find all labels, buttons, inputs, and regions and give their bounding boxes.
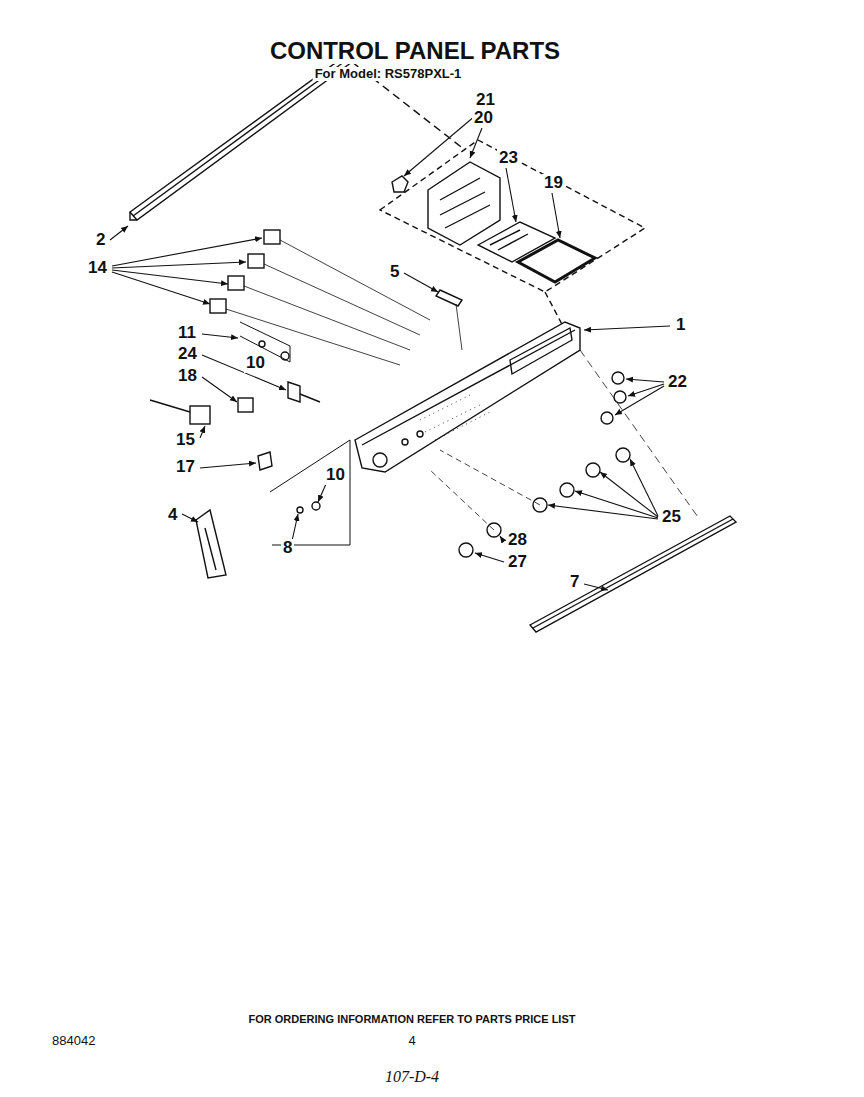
callout-number: 15 (174, 431, 197, 450)
callout-number: 22 (666, 373, 689, 392)
callout-number: 18 (176, 367, 199, 386)
callout-number: 5 (388, 263, 401, 282)
callout-number: 24 (176, 345, 199, 364)
callout-number: 21 (474, 91, 497, 110)
diagram-title: CONTROL PANEL PARTS (268, 38, 562, 64)
callout-number: 7 (568, 573, 581, 592)
callout-number: 14 (86, 259, 109, 278)
callout-number: 23 (497, 149, 520, 168)
footer-note: FOR ORDERING INFORMATION REFER TO PARTS … (247, 1013, 578, 1025)
callout-number: 28 (506, 531, 529, 550)
callout-number: 19 (542, 174, 565, 193)
callout-number: 25 (660, 508, 683, 527)
callout-number: 27 (506, 553, 529, 572)
callout-number: 11 (176, 324, 198, 343)
callout-number: 1 (674, 316, 687, 335)
callout-number: 4 (166, 506, 179, 525)
callout-number: 2 (94, 231, 107, 250)
callout-number: 10 (324, 466, 347, 485)
callout-number: 10 (244, 354, 267, 373)
model-subtitle: For Model: RS578PXL-1 (313, 67, 464, 81)
callout-number: 8 (281, 539, 294, 558)
callout-number: 20 (472, 109, 495, 128)
document-number: 884042 (50, 1034, 97, 1048)
handwritten-note: 107-D-4 (383, 1068, 441, 1086)
page-number: 4 (406, 1034, 417, 1048)
callout-number: 17 (174, 458, 197, 477)
